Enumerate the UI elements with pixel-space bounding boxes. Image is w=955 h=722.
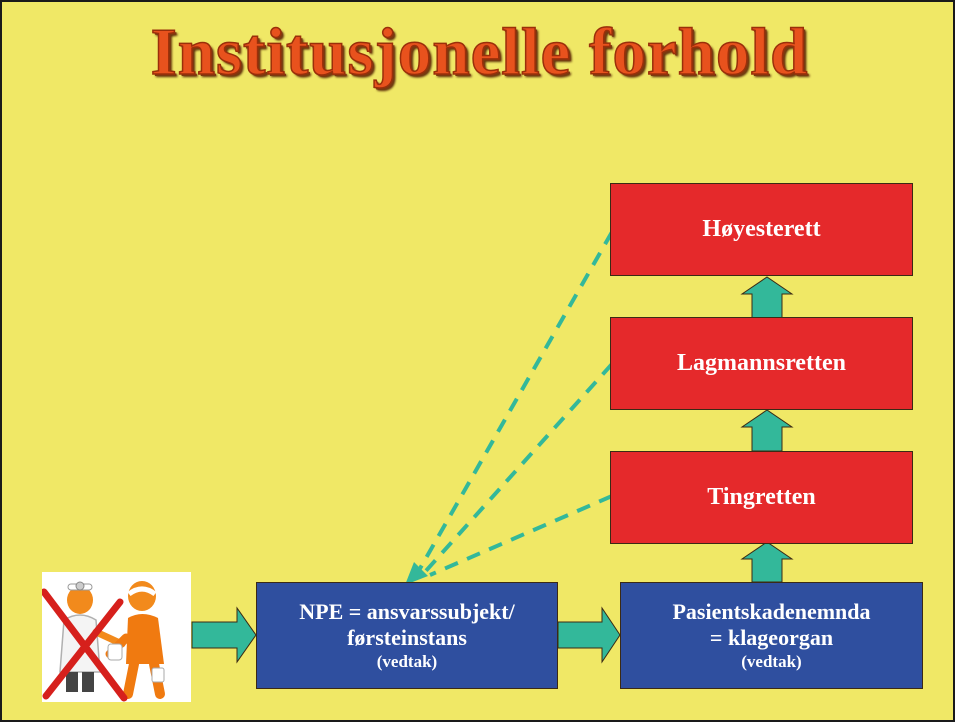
arrow-pasient-to-tingretten bbox=[740, 541, 794, 583]
box-npe: NPE = ansvarssubjekt/ førsteinstans (ved… bbox=[256, 582, 558, 689]
box-npe-note: (vedtak) bbox=[376, 651, 438, 671]
box-npe-line2: førsteinstans bbox=[347, 624, 467, 650]
doctor-patient-illustration bbox=[42, 572, 191, 702]
box-tingretten-label: Tingretten bbox=[707, 484, 816, 510]
dashed-link-tingretten-npe bbox=[429, 494, 613, 577]
box-npe-line1: NPE = ansvarssubjekt/ bbox=[299, 598, 515, 624]
box-pasient-line1: Pasientskadenemnda bbox=[672, 598, 871, 624]
arrow-icon-panel-to-npe bbox=[191, 606, 257, 664]
arrow-tingretten-to-lagmannsretten bbox=[740, 409, 794, 452]
slide-title: Institusjonelle forhold bbox=[150, 14, 809, 90]
box-pasient-line2: = klageorgan bbox=[709, 624, 834, 650]
box-pasient-note: (vedtak) bbox=[741, 651, 802, 671]
red-cross-out-icon bbox=[42, 588, 128, 702]
box-lagmannsretten-label: Lagmannsretten bbox=[677, 350, 846, 376]
box-hoyesterett-label: Høyesterett bbox=[702, 216, 821, 242]
dashed-link-hoyesterett-npe bbox=[416, 231, 614, 573]
box-hoyesterett: Høyesterett bbox=[610, 183, 913, 276]
arrow-lagmannsretten-to-hoyesterett bbox=[740, 276, 794, 319]
box-lagmannsretten: Lagmannsretten bbox=[610, 317, 913, 410]
dashed-link-lagmannsretten-npe bbox=[422, 362, 614, 575]
box-tingretten: Tingretten bbox=[610, 451, 913, 544]
dashed-arrowhead bbox=[405, 562, 428, 585]
box-pasientskadenemnda: Pasientskadenemnda = klageorgan (vedtak) bbox=[620, 582, 923, 689]
arrow-npe-to-pasient bbox=[557, 606, 621, 664]
